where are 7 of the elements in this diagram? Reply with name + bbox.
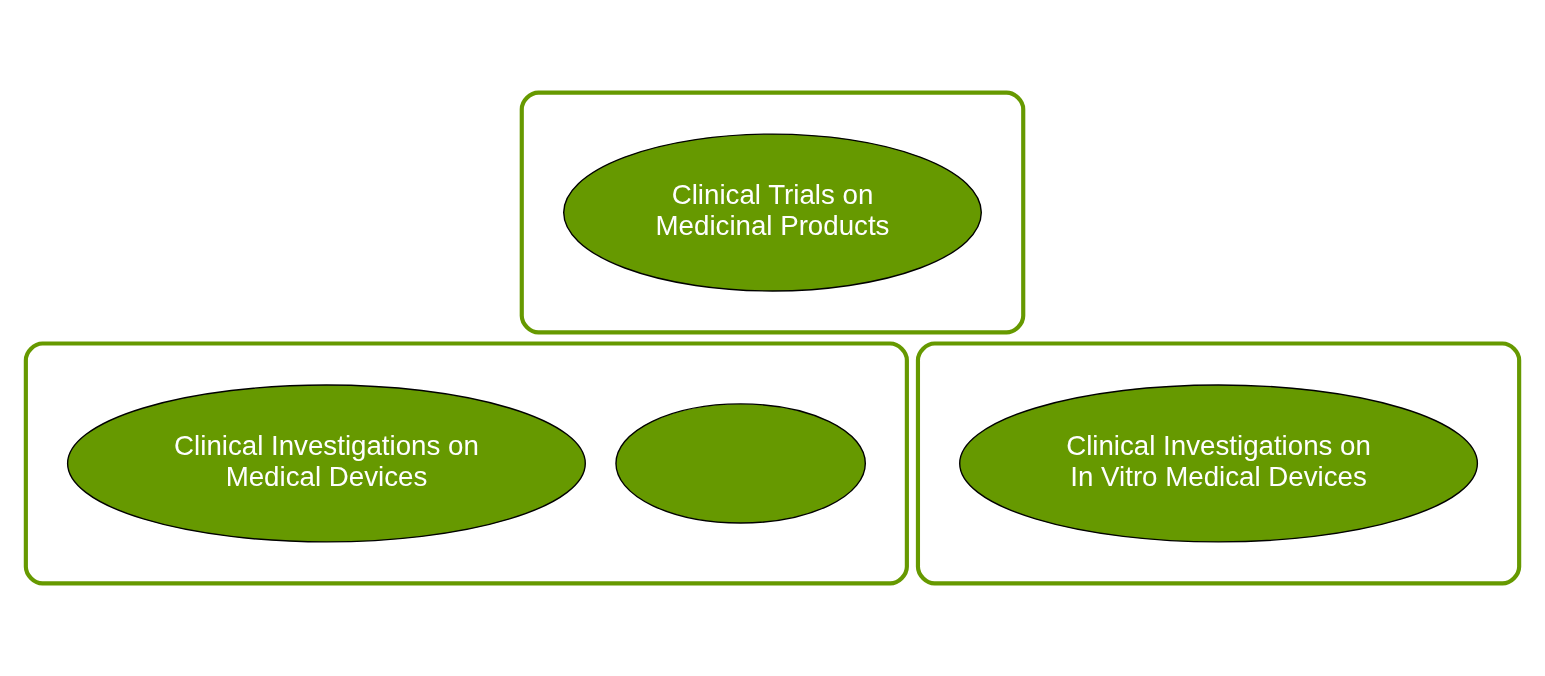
- node-ellipse: [615, 403, 866, 524]
- node-ellipse: Clinical Trials on Medicinal Products: [563, 133, 982, 292]
- cluster: [915, 341, 1522, 586]
- node-ellipse: Clinical Investigations on Medical Devices: [66, 384, 586, 543]
- cluster: [23, 341, 909, 586]
- cluster: [519, 90, 1026, 335]
- node-ellipse: Clinical Investigations on In Vitro Medical Devices: [959, 384, 1479, 543]
